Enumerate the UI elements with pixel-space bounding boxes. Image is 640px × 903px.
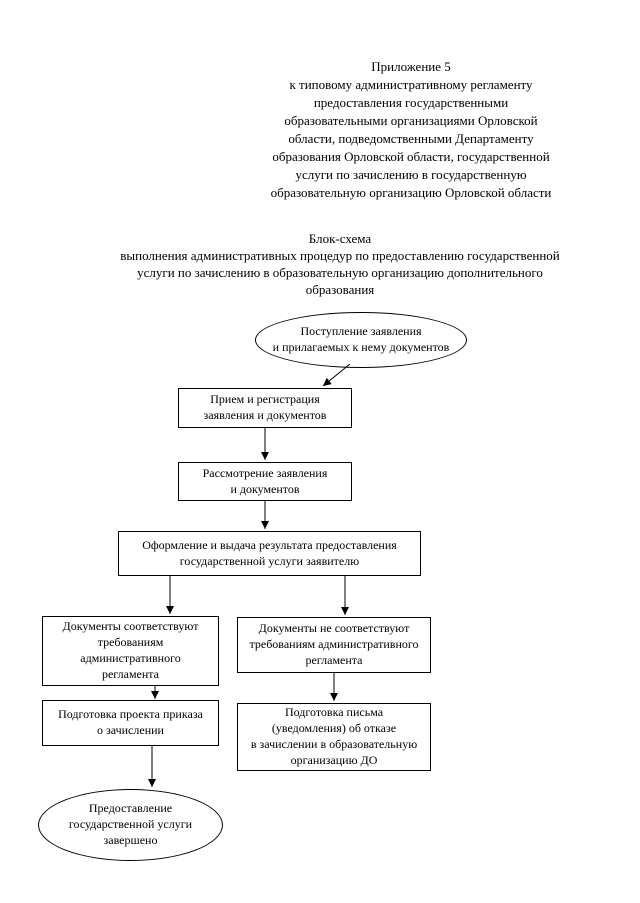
flow-node-start-label: Поступление заявления и прилагаемых к не…	[272, 324, 450, 354]
flow-node-docs-not-comply: Документы не соответствуют требованиям а…	[237, 617, 431, 673]
flow-node-review-label: Рассмотрение заявления и документов	[202, 465, 328, 496]
flow-node-enrollment-order-label: Подготовка проекта приказа о зачислении	[58, 707, 203, 737]
flow-node-end: Предоставление государственной услуги за…	[38, 789, 223, 861]
flow-node-refusal-letter: Подготовка письма (уведомления) об отказ…	[237, 703, 431, 771]
flow-node-docs-comply-label: Документы соответствуют требованиям адми…	[62, 619, 199, 681]
flow-node-docs-not-comply-label: Документы не соответствуют требованиям а…	[249, 621, 419, 667]
flow-node-refusal-letter-label: Подготовка письма (уведомления) об отказ…	[250, 705, 418, 767]
flow-node-docs-comply: Документы соответствуют требованиям адми…	[42, 616, 219, 686]
flowchart-title: Блок-схема выполнения административных п…	[120, 231, 560, 297]
flow-node-receive-register-label: Прием и регистрация заявления и документ…	[203, 392, 327, 422]
flow-node-result-issue-label: Оформление и выдача результата предостав…	[142, 537, 397, 568]
flow-node-start: Поступление заявления и прилагаемых к не…	[255, 312, 467, 368]
appendix-reference-text: Приложение 5 к типовому административном…	[270, 59, 552, 200]
flow-node-end-label: Предоставление государственной услуги за…	[68, 801, 193, 847]
flow-node-review: Рассмотрение заявления и документов	[178, 462, 352, 501]
flow-node-enrollment-order: Подготовка проекта приказа о зачислении	[42, 700, 219, 746]
flow-node-receive-register: Прием и регистрация заявления и документ…	[178, 388, 352, 428]
flow-node-result-issue: Оформление и выдача результата предостав…	[118, 531, 421, 576]
